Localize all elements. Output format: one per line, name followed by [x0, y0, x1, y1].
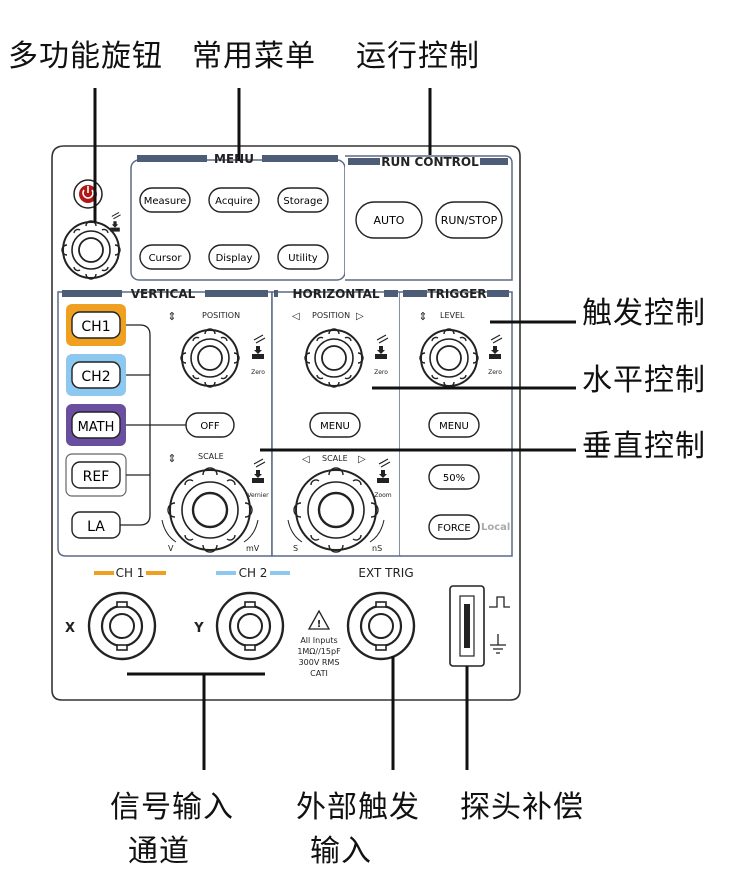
warning-line4: CATⅠ: [310, 669, 328, 678]
svg-text:Measure: Measure: [144, 196, 187, 207]
svg-text:Utility: Utility: [288, 253, 317, 264]
horizontal-unit-right: nS: [372, 544, 382, 553]
horizontal-menu-button[interactable]: MENU: [309, 412, 361, 438]
ref-button[interactable]: REF: [71, 461, 121, 489]
svg-text:REF: REF: [83, 469, 110, 485]
svg-text:⇕: ⇕: [167, 452, 176, 465]
display-button[interactable]: Display: [208, 244, 260, 270]
horizontal-position-label: POSITION: [312, 311, 350, 320]
vertical-unit-right: mV: [246, 544, 260, 553]
vertical-section-title: VERTICAL: [131, 287, 196, 301]
svg-text:◁: ◁: [302, 454, 310, 465]
ch1-bnc-connector[interactable]: [87, 591, 157, 661]
svg-text:LA: LA: [87, 519, 105, 535]
la-button[interactable]: LA: [71, 511, 121, 539]
horizontal-scale-label: SCALE: [322, 454, 348, 463]
storage-button[interactable]: Storage: [277, 187, 329, 213]
ext-trig-label: EXT TRIG: [358, 566, 413, 580]
run-control-section-title: RUN CONTROL: [381, 155, 479, 169]
horizontal-zoom-label: Zoom: [374, 492, 391, 499]
trigger-force-button[interactable]: FORCE: [428, 514, 480, 540]
power-icon: [79, 185, 97, 203]
vertical-vernier-label: Vernier: [247, 492, 269, 499]
local-label: Local: [481, 522, 510, 533]
svg-text:MATH: MATH: [78, 420, 115, 435]
horizontal-zero-label: Zero: [374, 369, 388, 376]
svg-text:MENU: MENU: [320, 421, 350, 432]
svg-text:◁: ◁: [292, 311, 300, 322]
callout-vertical-control: 垂直控制: [582, 429, 706, 464]
menu-section-title: MENU: [214, 152, 254, 166]
vertical-scale-label: SCALE: [198, 452, 224, 461]
horizontal-position-knob[interactable]: [304, 328, 364, 388]
run-stop-button[interactable]: RUN/STOP: [435, 201, 503, 239]
trigger-level-label: LEVEL: [440, 311, 465, 320]
vertical-zero-label: Zero: [251, 369, 265, 376]
ch2-input-label: CH 2: [239, 566, 268, 580]
svg-text:▷: ▷: [358, 454, 366, 465]
trigger-zero-label: Zero: [488, 369, 502, 376]
vertical-unit-left: V: [168, 544, 174, 553]
svg-text:AUTO: AUTO: [374, 214, 405, 227]
warning-line1: All Inputs: [300, 636, 337, 645]
run-control-section-box: [345, 155, 513, 281]
acquire-button[interactable]: Acquire: [208, 187, 260, 213]
callout-ext-trigger-line2: 输入: [310, 834, 372, 869]
callout-signal-input-line2: 通道: [128, 834, 190, 869]
trigger-section-title: TRIGGER: [427, 287, 486, 301]
svg-text:RUN/STOP: RUN/STOP: [441, 214, 498, 227]
callout-signal-input-line1: 信号输入: [110, 790, 234, 825]
ch1-button[interactable]: CH1: [71, 311, 121, 339]
svg-text:⇕: ⇕: [167, 310, 176, 323]
math-button[interactable]: MATH: [71, 411, 121, 439]
svg-text:▷: ▷: [356, 311, 364, 322]
svg-text:FORCE: FORCE: [437, 523, 470, 534]
ch2-bnc-connector[interactable]: [215, 591, 285, 661]
auto-button[interactable]: AUTO: [355, 201, 423, 239]
callout-multi-knob: 多功能旋钮: [8, 39, 163, 74]
svg-text:OFF: OFF: [200, 421, 220, 432]
horizontal-unit-left: S: [293, 544, 298, 553]
vertical-position-knob[interactable]: [180, 328, 240, 388]
vertical-off-button[interactable]: OFF: [185, 412, 235, 438]
callout-leader-lines: [93, 88, 576, 770]
trigger-50-percent-button[interactable]: 50%: [428, 464, 480, 490]
callout-ext-trigger-line1: 外部触发: [296, 790, 420, 825]
callout-probe-comp: 探头补偿: [460, 790, 584, 825]
warning-triangle-icon: [307, 609, 331, 630]
callout-trigger-control: 触发控制: [582, 296, 706, 331]
square-wave-icon: [489, 596, 510, 608]
svg-text:Storage: Storage: [283, 196, 322, 207]
warning-line2: 1MΩ//15pF: [297, 647, 341, 656]
ext-trig-bnc-connector[interactable]: [346, 591, 416, 661]
svg-text:CH1: CH1: [81, 319, 110, 335]
horizontal-section-title: HORIZONTAL: [292, 287, 379, 301]
callout-horizontal-control: 水平控制: [582, 363, 706, 398]
svg-text:CH2: CH2: [81, 369, 110, 385]
utility-button[interactable]: Utility: [277, 244, 329, 270]
ground-icon: [490, 634, 506, 654]
svg-text:Acquire: Acquire: [215, 196, 253, 207]
warning-line3: 300V RMS: [299, 658, 340, 667]
ch2-button[interactable]: CH2: [71, 361, 121, 389]
ch1-input-label: CH 1: [116, 566, 145, 580]
measure-button[interactable]: Measure: [139, 187, 191, 213]
x-label: X: [65, 621, 75, 636]
cursor-button[interactable]: Cursor: [139, 244, 191, 270]
y-label: Y: [193, 621, 204, 636]
trigger-menu-button[interactable]: MENU: [428, 412, 480, 438]
svg-text:!: !: [317, 619, 322, 630]
svg-text:Display: Display: [216, 253, 253, 264]
svg-text:⇕: ⇕: [418, 310, 427, 323]
svg-text:50%: 50%: [443, 473, 465, 484]
callout-common-menu: 常用菜单: [192, 39, 316, 74]
svg-text:MENU: MENU: [439, 421, 469, 432]
svg-text:Cursor: Cursor: [149, 253, 183, 264]
callout-run-control: 运行控制: [356, 39, 480, 74]
vertical-position-label: POSITION: [202, 311, 240, 320]
trigger-level-knob[interactable]: [419, 328, 479, 388]
